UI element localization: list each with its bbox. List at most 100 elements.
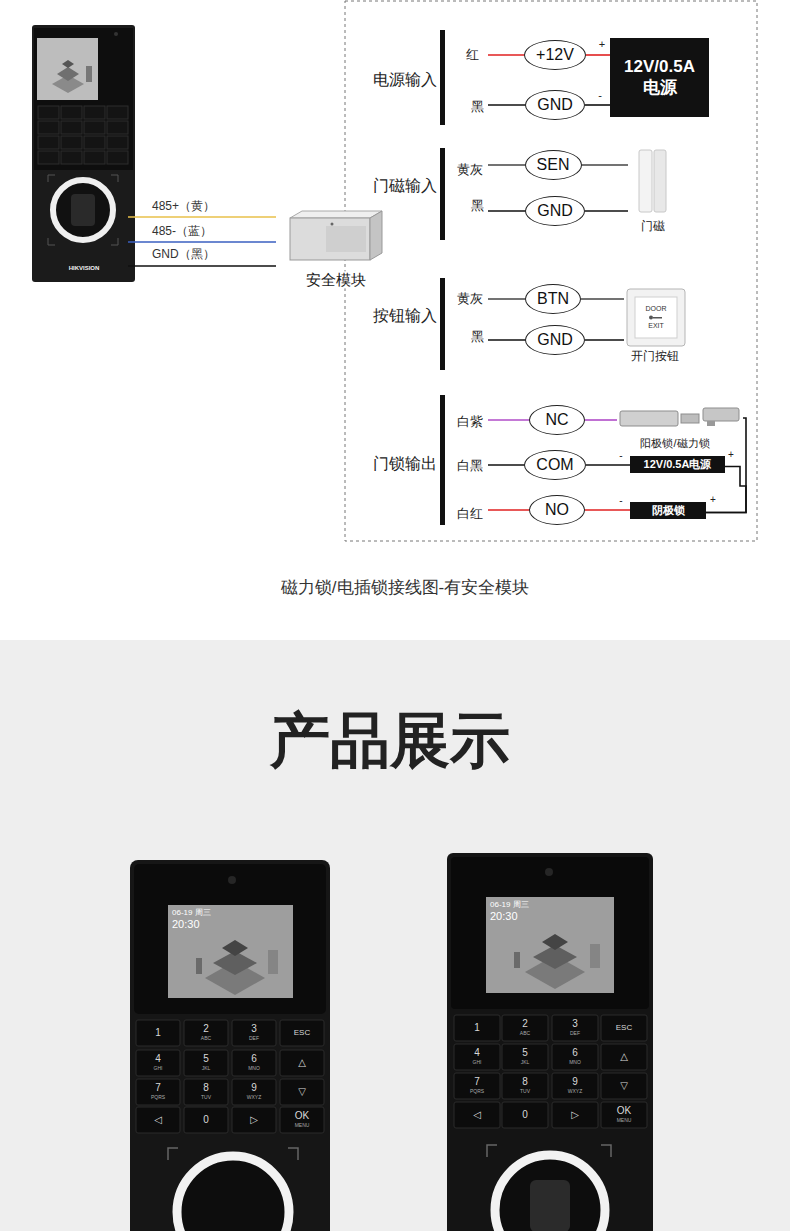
keypad-key: [107, 106, 128, 119]
keypad-key: [552, 1073, 598, 1099]
keypad-key: [502, 1102, 548, 1128]
terminal-right-part: [514, 952, 520, 968]
keypad-key: [84, 136, 105, 149]
key-sub-legend: DEF: [249, 1036, 259, 1042]
terminal-wires-part: [488, 464, 527, 466]
wire-connector: [586, 54, 610, 56]
node-text: EXIT: [648, 322, 664, 330]
key-sub-legend: TUV: [201, 1095, 211, 1101]
keypad-key: [61, 136, 82, 149]
key-legend: 8: [203, 1082, 209, 1094]
terminal-oval: BTN: [525, 284, 581, 314]
terminal-left-part: [196, 958, 202, 974]
exit-button: DOOREXIT开门按钮: [624, 288, 686, 366]
screen-date: 06-19 周三: [172, 908, 211, 917]
keypad-key: [107, 151, 128, 164]
lock-device-picture-part: [707, 421, 715, 426]
keypad-key: [502, 1073, 548, 1099]
keypad-key: [552, 1044, 598, 1070]
keypad-key: [136, 1020, 180, 1046]
key-legend: 5: [203, 1053, 209, 1065]
keypad-key: [502, 1015, 548, 1041]
terminal-right-part: [495, 1155, 605, 1231]
key-legend: 2: [203, 1023, 209, 1035]
terminal-small: [32, 25, 135, 282]
key-legend: 4: [155, 1053, 161, 1065]
terminal-oval: NC: [529, 405, 585, 435]
key-legend: △: [298, 1057, 306, 1069]
key-legend: 7: [474, 1076, 480, 1088]
power-supply-box: 12V/0.5A电源: [630, 456, 725, 473]
key-sub-legend: JKL: [202, 1066, 211, 1072]
safety-module-picture-part: [290, 211, 382, 218]
terminal-oval: SEN: [525, 150, 582, 180]
safety-module-picture-part: [370, 211, 382, 260]
wire-color-label: 白黑: [457, 459, 483, 474]
terminal-small-part: [48, 175, 118, 245]
exit-button-picture-part: [627, 289, 685, 346]
terminal-right-part: [542, 934, 568, 950]
wire-color-label: 白红: [457, 507, 483, 522]
keypad-key: [232, 1107, 276, 1133]
safety-module: 安全模块: [286, 208, 386, 292]
keypad-key: [84, 121, 105, 134]
terminal-right-part: [487, 1145, 611, 1157]
key-sub-legend: MNO: [248, 1066, 260, 1072]
terminal-small-part: [114, 32, 118, 36]
node-text: GND: [537, 95, 573, 114]
wire-color-label: 红: [466, 48, 479, 63]
keypad-key: [601, 1044, 647, 1070]
key-sub-legend: PQRS: [470, 1089, 484, 1095]
node-text: GND: [537, 330, 573, 349]
signal-label: 485+（黄）: [152, 200, 215, 214]
node-text: +12V: [536, 45, 574, 64]
key-legend: ◁: [473, 1109, 481, 1121]
exit-button-picture-part: [653, 317, 662, 319]
keypad-key: [552, 1015, 598, 1041]
node-text: BTN: [537, 289, 569, 308]
key-sub-legend: WXYZ: [568, 1089, 582, 1095]
cathode-lock-box: 阴极锁: [630, 502, 706, 519]
key-sub-legend: GHI: [473, 1060, 482, 1066]
terminal-bars-part: [440, 395, 445, 525]
terminal-wires-part: [488, 419, 529, 421]
group-label: 按钮输入: [373, 307, 437, 325]
wire-color-label: 黑: [471, 330, 484, 345]
door-sensor-picture-part: [654, 150, 666, 212]
keypad-key: [601, 1073, 647, 1099]
door-sensor: 门磁: [628, 148, 678, 236]
exit-button-picture-part: [635, 297, 677, 338]
keypad-key: [454, 1015, 500, 1041]
keypad-key: [184, 1107, 228, 1133]
brand-logo: HIKVISION: [69, 265, 100, 272]
polarity-mark: -: [619, 495, 622, 507]
safety-module-picture-part: [326, 226, 366, 252]
node-text: 12V/0.5A电源: [644, 458, 712, 471]
keypad-key: [232, 1079, 276, 1105]
wire-color-label: 白紫: [457, 415, 483, 430]
screen-date: 06-19 周三: [490, 900, 529, 909]
node-text: 阴极锁: [652, 504, 685, 517]
keypad-key: [502, 1044, 548, 1070]
node-text: 阳极锁/磁力锁: [640, 437, 709, 450]
key-legend: 3: [572, 1018, 578, 1030]
polarity-mark: +: [728, 449, 734, 461]
terminal-right-part: [486, 897, 614, 993]
group-label: 门磁输入: [373, 177, 437, 195]
polarity-mark: -: [619, 450, 622, 462]
keypad-key: [232, 1050, 276, 1076]
terminal-wires-part: [488, 509, 529, 511]
key-legend: 2: [522, 1018, 528, 1030]
key-legend: 9: [251, 1082, 257, 1094]
terminal-small-part: [86, 66, 92, 82]
terminal-bars-part: [440, 278, 445, 370]
rs485-minus-wire: [128, 241, 276, 243]
key-sub-legend: PQRS: [151, 1095, 165, 1101]
terminal-wires: [488, 55, 529, 510]
keypad-key: [61, 151, 82, 164]
keypad-key: [107, 136, 128, 149]
key-sub-legend: WXYZ: [247, 1095, 261, 1101]
keypad-key: [454, 1044, 500, 1070]
keypad-key: [280, 1079, 324, 1105]
keypad-key: [280, 1020, 324, 1046]
